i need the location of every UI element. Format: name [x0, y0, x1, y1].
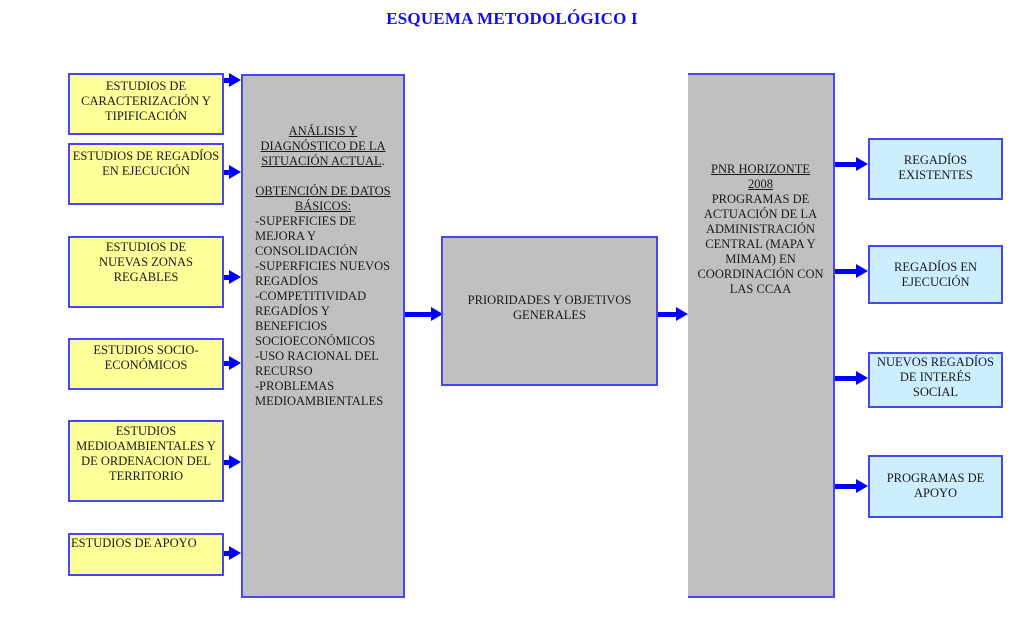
analysis-heading-suffix: .	[381, 154, 385, 168]
input-label: ESTUDIOS DE REGADÍOS EN EJECUCIÓN	[72, 149, 220, 178]
output-box-regadios-existentes: REGADÍOS EXISTENTES	[868, 138, 1003, 200]
input-box-regadios-ejecucion: ESTUDIOS DE REGADÍOS EN EJECUCIÓN	[68, 143, 224, 205]
arrow-icon	[224, 73, 241, 87]
arrow-icon	[224, 270, 241, 284]
output-box-regadios-ejecucion: REGADÍOS EN EJECUCIÓN	[868, 245, 1003, 304]
input-box-socioeconomicos: ESTUDIOS SOCIO-ECONÓMICOS	[68, 338, 224, 390]
arrow-icon	[224, 165, 241, 179]
analysis-item: -COMPETITIVIDAD REGADÍOS Y BENEFICIOS SO…	[255, 289, 376, 348]
priorities-box: PRIORIDADES Y OBJETIVOS GENERALES	[441, 236, 658, 386]
output-label: PROGRAMAS DE APOYO	[886, 471, 985, 500]
analysis-item: -PROBLEMAS MEDIOAMBIENTALES	[255, 379, 384, 408]
pnr-heading: PNR HORIZONTE 2008	[711, 162, 810, 191]
input-box-caracterizacion: ESTUDIOS DE CARACTERIZACIÓN Y TIPIFICACI…	[68, 73, 224, 135]
arrow-icon	[835, 479, 868, 493]
arrow-icon	[835, 264, 868, 278]
input-label: ESTUDIOS SOCIO-ECONÓMICOS	[93, 343, 199, 372]
analysis-item: -USO RACIONAL DEL RECURSO	[255, 349, 379, 378]
output-label: REGADÍOS EN EJECUCIÓN	[894, 260, 977, 289]
arrow-icon	[224, 356, 241, 370]
input-box-nuevas-zonas: ESTUDIOS DE NUEVAS ZONAS REGABLES	[68, 236, 224, 308]
input-box-apoyo: ESTUDIOS DE APOYO	[68, 533, 224, 576]
input-label: ESTUDIOS DE CARACTERIZACIÓN Y TIPIFICACI…	[81, 79, 211, 123]
input-label: ESTUDIOS MEDIOAMBIENTALES Y DE ORDENACIO…	[76, 424, 216, 483]
output-box-nuevos-regadios: NUEVOS REGADÍOS DE INTERÉS SOCIAL	[868, 352, 1003, 408]
priorities-label: PRIORIDADES Y OBJETIVOS GENERALES	[467, 293, 632, 322]
arrow-icon	[835, 371, 868, 385]
analysis-heading: ANÁLISIS Y DIAGNÓSTICO DE LA SITUACIÓN A…	[260, 124, 386, 168]
arrow-icon	[835, 157, 868, 171]
arrow-icon	[405, 307, 443, 321]
diagram-title: ESQUEMA METODOLÓGICO I	[386, 9, 638, 28]
arrow-icon	[658, 307, 688, 321]
input-box-medioambientales: ESTUDIOS MEDIOAMBIENTALES Y DE ORDENACIO…	[68, 420, 224, 502]
analysis-item: -SUPERFICIES NUEVOS REGADÍOS	[255, 259, 391, 288]
analysis-subheading: OBTENCIÓN DE DATOS BÁSICOS:	[255, 184, 391, 213]
output-label: NUEVOS REGADÍOS DE INTERÉS SOCIAL	[876, 355, 995, 399]
analysis-item: -SUPERFICIES DE MEJORA Y CONSOLIDACIÓN	[255, 214, 358, 258]
arrow-icon	[224, 546, 241, 560]
arrow-icon	[224, 455, 241, 469]
pnr-box: PNR HORIZONTE 2008 PROGRAMAS DE ACTUACIÓ…	[688, 73, 835, 598]
analysis-box: ANÁLISIS Y DIAGNÓSTICO DE LA SITUACIÓN A…	[241, 74, 405, 598]
output-label: REGADÍOS EXISTENTES	[898, 153, 973, 182]
output-box-programas-apoyo: PROGRAMAS DE APOYO	[868, 455, 1003, 518]
pnr-body: PROGRAMAS DE ACTUACIÓN DE LA ADMINISTRAC…	[697, 192, 824, 296]
input-label: ESTUDIOS DE APOYO	[71, 536, 197, 550]
input-label: ESTUDIOS DE NUEVAS ZONAS REGABLES	[99, 240, 193, 284]
